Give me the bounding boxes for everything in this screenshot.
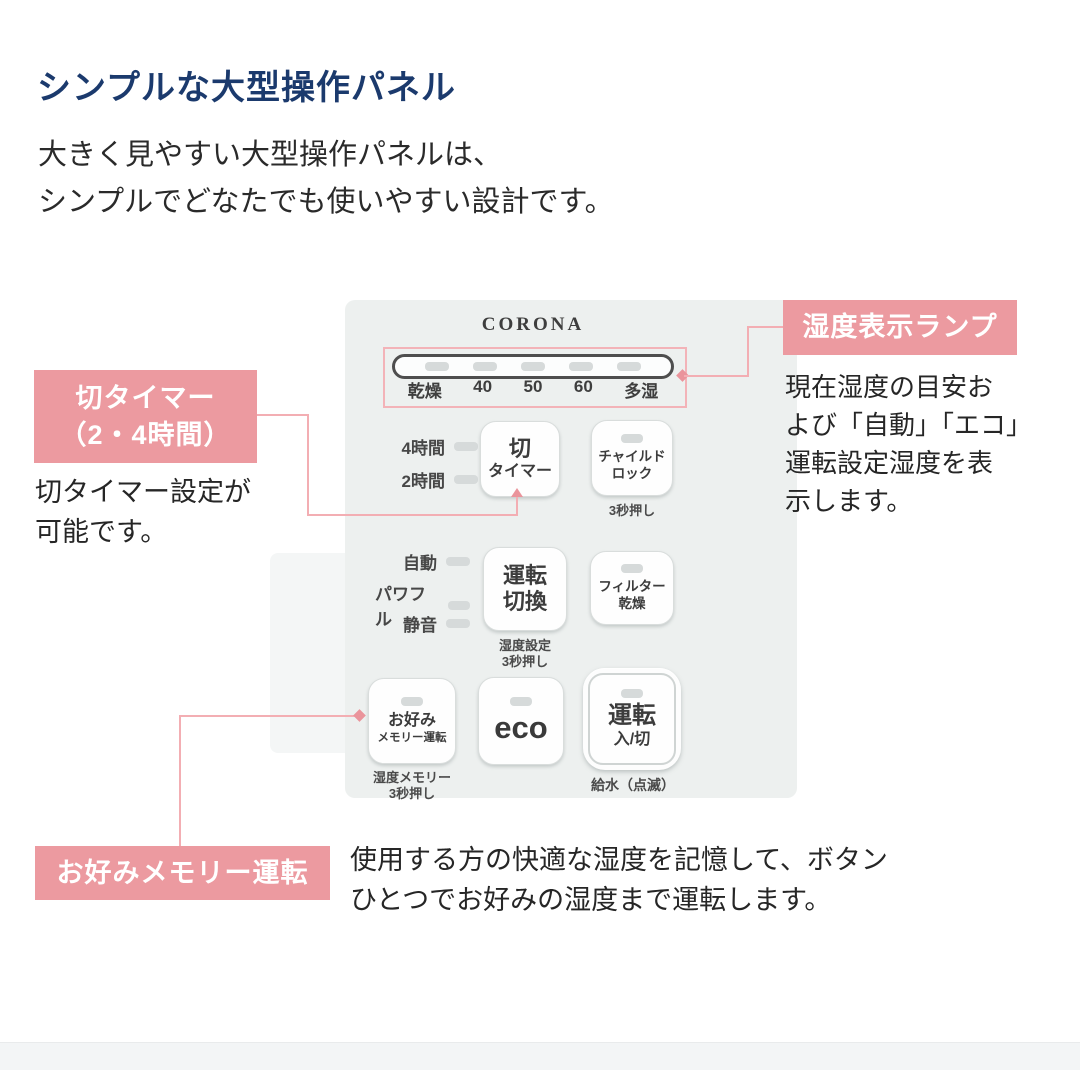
mode-switch-button-line2: 切換 [502,589,547,614]
child-lock-button-line1: チャイルド [598,449,666,464]
humidity-label-dry: 乾燥 [407,382,442,401]
power-note: 給水（点滅） [591,777,675,793]
mode-led-powerful: パワフル [375,580,470,630]
timer-2h-led-icon [454,475,478,484]
humidity-desc-line1: 現在湿度の目安お [785,372,994,402]
mode-switch-button: 運転 切換 [483,547,567,631]
humidity-led-dry [425,362,449,371]
intro-text: 大きく見やすい大型操作パネルは、 シンプルでどなたでも使いやすい設計です。 [38,132,614,226]
humidity-desc-line2: よび「自動」「エコ」 [785,410,1033,440]
power-button-line1: 運転 [608,701,656,729]
mode-led-auto: 自動 [375,549,470,574]
memory-description: 使用する方の快適な湿度を記憶して、ボタン ひとつでお好みの湿度まで運転します。 [350,840,888,920]
humidity-led-50 [521,362,545,371]
callout-humidity-lamp: 湿度表示ランプ [783,300,1017,355]
mode-quiet-label: 静音 [403,616,437,635]
bottom-strip [0,1042,1080,1070]
timer-2h-label: 2時間 [401,472,445,491]
filter-dry-button-line2: 乾燥 [618,596,646,611]
off-timer-description: 切タイマー設定が 可能です。 [35,472,251,552]
child-lock-led-icon [621,434,643,443]
humidity-connector-seg2 [747,326,749,377]
humidity-led-humid [617,362,641,371]
memory-button-line1: お好み [387,711,436,729]
off-timer-desc-line2: 可能です。 [35,517,168,547]
humidity-label-40: 40 [473,377,493,396]
memory-note: 湿度メモリー 3秒押し [362,770,462,802]
page-title: シンプルな大型操作パネル [37,69,456,107]
mode-led-quiet: 静音 [375,611,470,636]
memory-note-line1: 湿度メモリー [372,770,451,785]
power-button: 運転 入/切 [583,668,681,770]
humidity-lamp-description: 現在湿度の目安お よび「自動」「エコ」 運転設定湿度を表 示します。 [785,368,1035,520]
humidity-desc-line4: 示します。 [785,486,913,516]
off-timer-button: 切 タイマー [480,421,560,497]
mode-auto-led-icon [446,557,470,566]
humidity-led-40 [473,362,497,371]
child-lock-button: チャイルド ロック [591,420,673,496]
timer-led-2h: 2時間 [388,467,478,492]
power-led-icon [621,688,643,698]
memory-led-icon [401,696,423,706]
intro-line-1: 大きく見やすい大型操作パネルは、 [38,139,503,171]
humidity-connector-seg1 [684,375,749,377]
mode-switch-note-line1: 湿度設定 [498,638,551,653]
off-timer-connector-arrow-icon [511,488,523,497]
memory-button-line2: メモリー運転 [377,731,447,744]
humidity-lamp-bar [392,354,674,379]
memory-note-line2: 3秒押し [388,786,436,801]
memory-connector-seg2 [179,715,359,717]
timer-led-4h: 4時間 [388,434,478,459]
filter-dry-button: フィルター 乾燥 [590,551,674,625]
off-timer-connector-seg2 [307,414,309,516]
mode-quiet-led-icon [446,619,470,628]
memory-button: お好み メモリー運転 [368,678,456,764]
off-timer-desc-line1: 切タイマー設定が [35,477,251,507]
mode-switch-note: 湿度設定 3秒押し [483,638,567,670]
callout-off-timer-line2: （2・4時間） [59,419,232,450]
humidity-desc-line3: 運転設定湿度を表 [785,448,994,478]
off-timer-connector-seg4 [516,496,518,516]
humidity-connector-seg3 [747,326,783,328]
brand-logo: CORONA [481,314,585,335]
off-timer-button-line2: タイマー [487,463,552,480]
power-button-inner: 運転 入/切 [588,673,676,765]
eco-button-label: eco [494,710,548,745]
child-lock-button-line2: ロック [611,466,653,481]
off-timer-button-line1: 切 [508,436,531,461]
eco-led-icon [510,697,532,706]
callout-humidity-lamp-title: 湿度表示ランプ [802,312,998,342]
memory-desc-line1: 使用する方の快適な湿度を記憶して、ボタン [350,845,888,875]
filter-dry-led-icon [621,564,643,573]
off-timer-connector-seg3 [307,514,518,516]
memory-connector-seg1 [179,716,181,846]
callout-memory: お好みメモリー運転 [35,846,330,900]
humidity-scale-labels: 乾燥 40 50 60 多湿 [392,377,674,402]
timer-4h-led-icon [454,442,478,451]
power-button-line2: 入/切 [613,730,651,748]
mode-auto-label: 自動 [403,554,437,573]
timer-4h-label: 4時間 [401,439,445,458]
callout-off-timer: 切タイマー （2・4時間） [34,370,257,463]
mode-switch-note-line2: 3秒押し [501,654,549,669]
callout-memory-title: お好みメモリー運転 [56,857,309,888]
off-timer-connector-seg1 [257,414,309,416]
filter-dry-button-line1: フィルター [598,579,666,594]
eco-button: eco [478,677,564,765]
callout-off-timer-line1: 切タイマー [75,382,216,413]
mode-switch-button-line1: 運転 [502,563,547,588]
humidity-led-60 [569,362,593,371]
humidity-label-humid: 多湿 [624,382,659,401]
memory-desc-line2: ひとつでお好みの湿度まで運転します。 [350,885,832,915]
mode-powerful-led-icon [447,600,470,610]
mode-powerful-label: パワフル [375,585,426,629]
humidity-label-60: 60 [573,377,593,396]
intro-line-2: シンプルでどなたでも使いやすい設計です。 [38,186,614,218]
humidity-label-50: 50 [523,377,543,396]
child-lock-note: 3秒押し [608,503,656,518]
